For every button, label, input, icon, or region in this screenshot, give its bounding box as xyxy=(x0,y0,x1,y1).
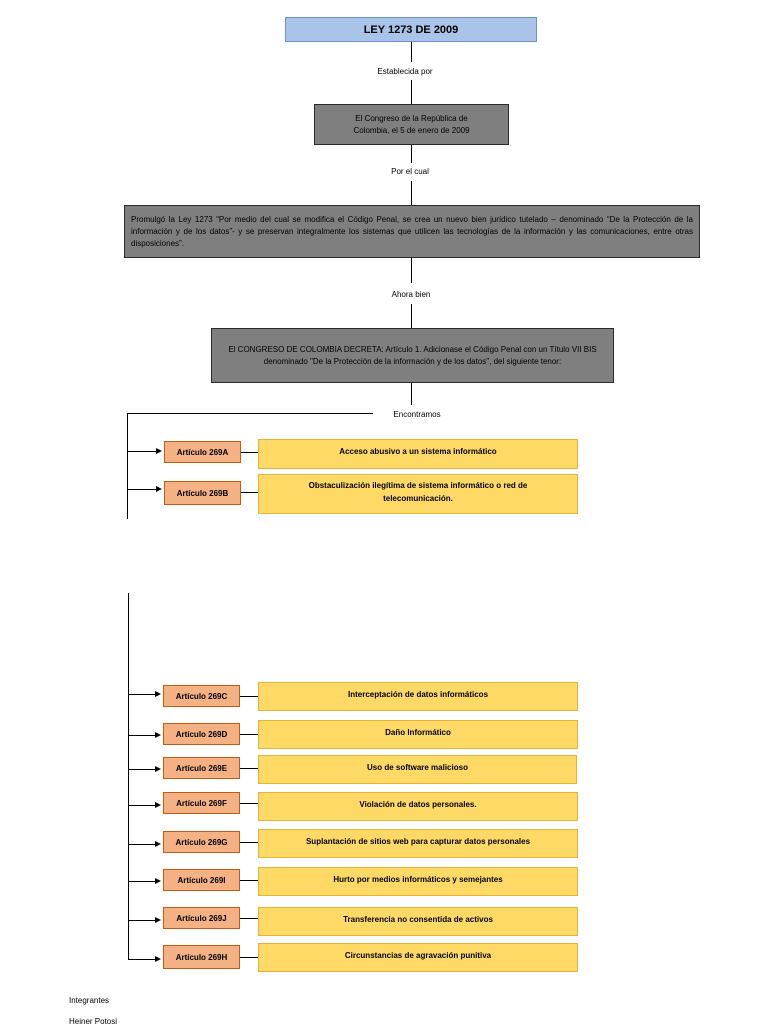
link-line xyxy=(240,880,258,881)
branch-line xyxy=(128,735,157,736)
arrow-icon xyxy=(156,486,162,492)
decreta-text: El CONGRESO DE COLOMBIA DECRETA: Artícul… xyxy=(228,344,597,366)
promulgo-text: Promulgó la Ley 1273 “Por medio del cual… xyxy=(131,214,693,248)
link-line xyxy=(241,492,258,493)
congress-text: El Congreso de la República de Colombia,… xyxy=(353,113,470,135)
article-box: Artículo 269F xyxy=(163,792,240,814)
branch-line xyxy=(128,881,157,882)
arrow-icon xyxy=(155,732,161,738)
article-box: Artículo 269I xyxy=(163,869,240,891)
link-line xyxy=(240,842,258,843)
article-desc: Suplantación de sitios web para capturar… xyxy=(258,829,578,858)
connector-line xyxy=(411,258,412,283)
members-heading: Integrantes xyxy=(69,996,110,1005)
article-box: Artículo 269E xyxy=(163,757,240,779)
link-line xyxy=(240,734,258,735)
branch-line xyxy=(127,451,158,452)
arrow-icon xyxy=(155,691,161,697)
connector-label-1: Establecida por xyxy=(377,67,433,76)
link-line xyxy=(240,696,258,697)
branch-line xyxy=(128,844,157,845)
connector-line xyxy=(411,181,412,205)
connector-label-3: Ahora bien xyxy=(391,290,431,299)
article-desc: Daño Informático xyxy=(258,720,578,749)
article-box: Artículo 269J xyxy=(163,907,240,929)
article-box: Artículo 269A xyxy=(164,441,241,463)
connector-line xyxy=(411,145,412,163)
branch-line xyxy=(127,489,158,490)
branch-line xyxy=(128,920,157,921)
article-box: Artículo 269D xyxy=(163,723,240,745)
arrow-icon xyxy=(155,802,161,808)
arrow-icon xyxy=(155,841,161,847)
link-line xyxy=(240,803,258,804)
decreta-box: El CONGRESO DE COLOMBIA DECRETA: Artícul… xyxy=(211,328,614,383)
congress-box: El Congreso de la República de Colombia,… xyxy=(314,104,509,145)
connector-line xyxy=(411,304,412,328)
branch-line xyxy=(128,769,157,770)
article-desc: Violación de datos personales. xyxy=(258,792,578,821)
article-box: Artículo 269B xyxy=(164,481,241,505)
connector-label-4: Encontramos xyxy=(393,410,441,419)
connector-line xyxy=(411,383,412,405)
article-desc: Transferencia no consentida de activos xyxy=(258,907,578,936)
article-desc: Obstaculización ilegítima de sistema inf… xyxy=(258,474,578,514)
title-box: LEY 1273 DE 2009 xyxy=(285,17,537,42)
article-desc: Acceso abusivo a un sistema informático xyxy=(258,439,578,469)
link-line xyxy=(240,957,258,958)
arrow-icon xyxy=(155,956,161,962)
arrow-icon xyxy=(155,917,161,923)
article-box: Artículo 269H xyxy=(163,945,240,969)
arrow-icon xyxy=(156,448,162,454)
branch-line xyxy=(128,805,157,806)
promulgo-box: Promulgó la Ley 1273 “Por medio del cual… xyxy=(124,205,700,258)
connector-line xyxy=(411,42,412,62)
link-line xyxy=(240,918,258,919)
branch-line xyxy=(128,959,157,960)
branch-line xyxy=(128,694,157,695)
article-desc: Uso de software malicioso xyxy=(258,755,577,784)
article-box: Artículo 269C xyxy=(163,685,240,707)
article-desc: Interceptación de datos informáticos xyxy=(258,682,578,711)
arrow-icon xyxy=(155,878,161,884)
connector-label-2: Por el cual xyxy=(391,167,429,176)
bracket-vertical-line xyxy=(127,413,128,519)
member-name: Heiner Potosi xyxy=(69,1017,118,1026)
article-box: Artículo 269G xyxy=(163,831,240,853)
title-text: LEY 1273 DE 2009 xyxy=(363,23,459,36)
article-desc: Circunstancias de agravación punitiva xyxy=(258,943,578,972)
bracket-vertical-line-lower xyxy=(128,593,129,959)
article-desc: Hurto por medios informáticos y semejant… xyxy=(258,867,578,896)
link-line xyxy=(240,768,258,769)
bracket-top-line xyxy=(127,413,373,414)
connector-line xyxy=(411,80,412,104)
link-line xyxy=(241,452,258,453)
arrow-icon xyxy=(155,766,161,772)
